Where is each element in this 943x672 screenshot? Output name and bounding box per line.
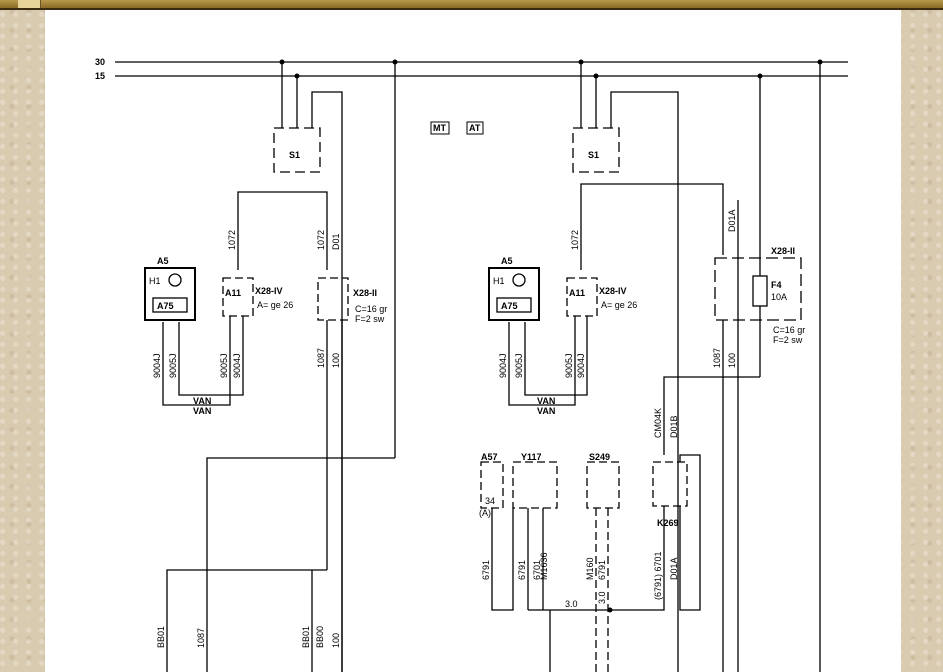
right-x28ii-box — [714, 257, 802, 321]
bottom-wire-bb01a: BB01 — [156, 626, 166, 648]
right-wire-1072: 1072 — [570, 230, 580, 250]
a57-sub: (A) — [479, 508, 491, 518]
left-h1-lamp — [168, 273, 182, 287]
right-x28ii-note1: C=16 gr — [773, 325, 805, 335]
left-a11-label: A11 — [225, 288, 241, 298]
left-h1-label: H1 — [149, 276, 161, 286]
right-s1-box — [572, 127, 620, 173]
right-a5-box — [488, 267, 540, 321]
right-h1-lamp — [512, 273, 526, 287]
right-wire-9004j: 9004J — [498, 353, 508, 378]
right-wire-1087: 1087 — [712, 348, 722, 368]
left-a75-label: A75 — [157, 301, 174, 311]
right-x28ii-label: X28-II — [771, 246, 795, 256]
left-wire-9005j-b: 9005J — [219, 353, 229, 378]
wire-6791c: 6791 — [597, 560, 607, 580]
f4-label: F4 — [771, 280, 782, 290]
at-tag[interactable]: AT — [469, 123, 481, 133]
left-x28iv-note: A= ge 26 — [257, 300, 293, 310]
left-x28ii-note1: C=16 gr — [355, 304, 387, 314]
left-wire-1072b: 1072 — [316, 230, 326, 250]
right-a11-label: A11 — [569, 288, 585, 298]
left-s1-label: S1 — [289, 150, 300, 160]
rail-15-label: 15 — [95, 71, 105, 81]
wire-m160: M160 — [585, 557, 595, 580]
wire-cm04k: CM04K — [653, 408, 663, 438]
wire-d01b: D01B — [669, 415, 679, 438]
window-title-bar — [0, 0, 943, 10]
left-wire-100: 100 — [331, 353, 341, 368]
left-x28ii-box — [317, 277, 349, 321]
left-x28ii-label: X28-II — [353, 288, 377, 298]
right-x28iv-label: X28-IV — [599, 286, 627, 296]
left-a75-box — [152, 297, 188, 313]
left-wire-9004j: 9004J — [152, 353, 162, 378]
title-bar-tab[interactable] — [18, 0, 41, 8]
wire-6791a: 6791 — [481, 560, 491, 580]
right-a11-box — [566, 277, 598, 317]
wire-m1636: M1636 — [539, 552, 549, 580]
wire-6791b: 6791 — [517, 560, 527, 580]
left-wire-1087: 1087 — [316, 348, 326, 368]
f4-rating: 10A — [771, 292, 787, 302]
k269-label: K269 — [657, 518, 679, 528]
right-x28ii-note2: F=2 sw — [773, 335, 803, 345]
wire-6791-6701: (6791) 6701 — [653, 551, 663, 600]
right-a5-label: A5 — [501, 256, 513, 266]
left-x28iv-label: X28-IV — [255, 286, 283, 296]
s249-label: S249 — [589, 452, 610, 462]
right-wire-d01a-top: D01A — [727, 209, 737, 232]
k269-relay-box — [652, 461, 688, 507]
schematic-sheet: 30 15 MT AT S1 A5 H1 A75 A11 X28-IV A= g… — [45, 10, 901, 672]
wire-6701a: 6701 — [532, 560, 542, 580]
left-wire-d01: D01 — [331, 233, 341, 250]
right-a75-label: A75 — [501, 301, 518, 311]
bottom-wire-1087: 1087 — [196, 628, 206, 648]
left-van2-label: VAN — [193, 406, 211, 416]
right-wire-9004j-b: 9004J — [576, 353, 586, 378]
left-van1-label: VAN — [193, 396, 211, 406]
left-s1-box — [273, 127, 321, 173]
cable-size-2: 3.0 — [597, 591, 607, 604]
a57-label: A57 — [481, 452, 498, 462]
bottom-wire-100: 100 — [331, 633, 341, 648]
y117-label: Y117 — [521, 452, 542, 462]
right-wire-9005j-b: 9005J — [564, 353, 574, 378]
s249-box — [586, 461, 620, 509]
wire-d01a: D01A — [669, 557, 679, 580]
right-wire-9005j: 9005J — [514, 353, 524, 378]
left-a11-box — [222, 277, 254, 317]
right-van1-label: VAN — [537, 396, 555, 406]
bottom-wire-bb00: BB00 — [315, 626, 325, 648]
left-wire-9005j: 9005J — [168, 353, 178, 378]
right-van2-label: VAN — [537, 406, 555, 416]
right-s1-label: S1 — [588, 150, 599, 160]
right-wire-100: 100 — [727, 353, 737, 368]
right-x28iv-note: A= ge 26 — [601, 300, 637, 310]
mt-tag[interactable]: MT — [433, 123, 446, 133]
right-h1-label: H1 — [493, 276, 505, 286]
cable-size-1: 3.0 — [565, 599, 578, 609]
left-wire-9004j-b: 9004J — [232, 353, 242, 378]
left-x28ii-note2: F=2 sw — [355, 314, 385, 324]
wiring-diagram: 30 15 MT AT S1 A5 H1 A75 A11 X28-IV A= g… — [95, 57, 848, 672]
left-a5-box — [144, 267, 196, 321]
a57-pin: 34 — [485, 496, 495, 506]
left-a5-label: A5 — [157, 256, 169, 266]
rail-30-label: 30 — [95, 57, 105, 67]
left-wire-1072a: 1072 — [227, 230, 237, 250]
bottom-wire-bb01b: BB01 — [301, 626, 311, 648]
y117-box — [512, 461, 558, 509]
f4-fuse — [752, 275, 768, 307]
right-a75-box — [496, 297, 532, 313]
